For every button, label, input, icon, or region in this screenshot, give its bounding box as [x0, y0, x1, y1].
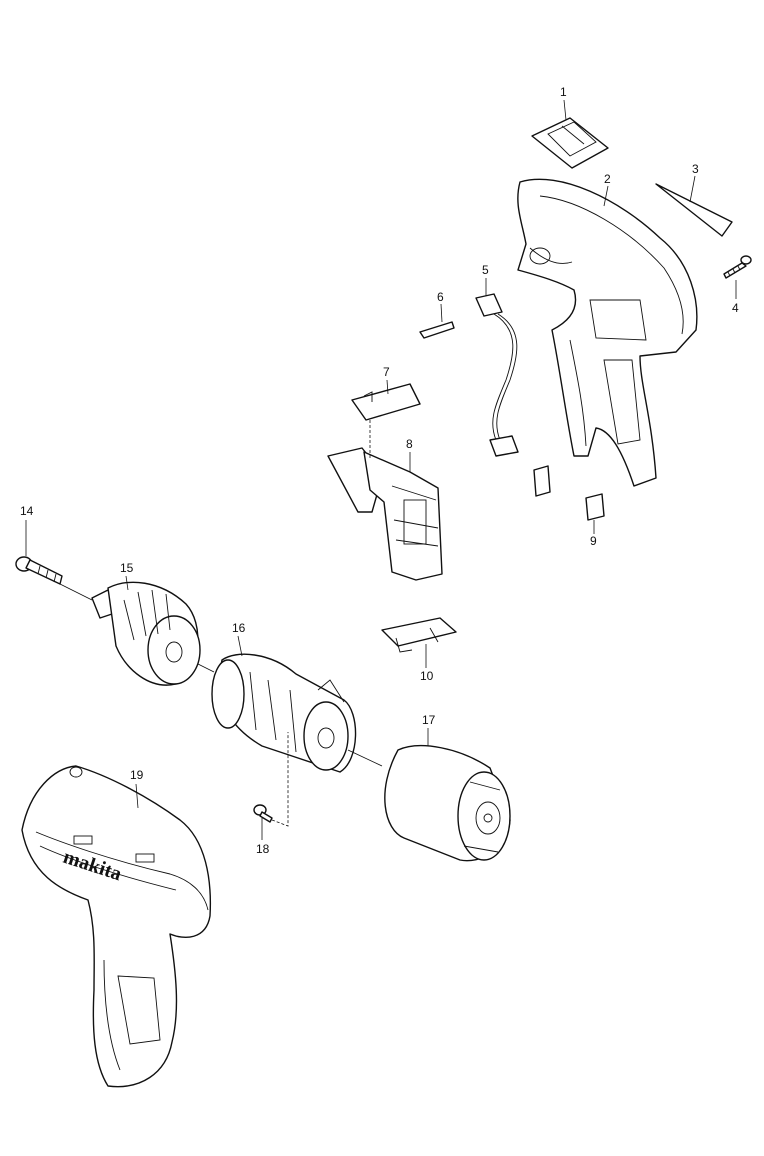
callout-4: 4 — [732, 301, 739, 315]
callout-3: 3 — [692, 162, 699, 176]
part-1-cap — [531, 117, 609, 169]
callout-1: 1 — [560, 85, 567, 99]
callout-9: 9 — [590, 534, 597, 548]
callout-2: 2 — [604, 172, 611, 186]
axis-16-17 — [347, 749, 383, 767]
callout-16: 16 — [232, 621, 246, 635]
part-16-gear-assembly — [211, 653, 357, 773]
leader-15 — [125, 575, 129, 591]
leader-1 — [563, 99, 567, 121]
callout-7: 7 — [383, 365, 390, 379]
leader-18-dash — [271, 732, 289, 827]
part-2-housing — [517, 178, 698, 487]
part-8-switch — [327, 447, 443, 581]
part-17-motor — [384, 745, 511, 862]
callout-10: 10 — [420, 669, 434, 683]
callout-14: 14 — [20, 504, 34, 518]
part-5-lead-wire — [475, 293, 519, 457]
leader-6 — [440, 303, 443, 323]
part-15-chuck — [91, 581, 201, 686]
leader-16 — [237, 635, 243, 657]
callout-6: 6 — [437, 290, 444, 304]
leader-3 — [689, 175, 696, 203]
part-19-housing — [21, 765, 212, 1088]
callout-15: 15 — [120, 561, 134, 575]
part-6-spring — [419, 321, 455, 339]
part-7-reversing-lever — [351, 383, 421, 421]
callout-5: 5 — [482, 263, 489, 277]
axis-14-15 — [59, 583, 93, 601]
part-10-switch-plate — [381, 617, 457, 653]
leader-19 — [135, 783, 139, 809]
axis-15-16 — [197, 663, 215, 673]
part-14-bolt — [15, 556, 63, 585]
callout-19: 19 — [130, 768, 144, 782]
part-9-plates — [533, 465, 605, 521]
part-18-screw — [253, 804, 273, 823]
leader-2 — [603, 185, 609, 207]
leader-7 — [386, 379, 389, 395]
callout-17: 17 — [422, 713, 436, 727]
part-3-label-plate — [655, 183, 733, 237]
callout-18: 18 — [256, 842, 270, 856]
part-4-screw — [723, 255, 752, 279]
callout-8: 8 — [406, 437, 413, 451]
